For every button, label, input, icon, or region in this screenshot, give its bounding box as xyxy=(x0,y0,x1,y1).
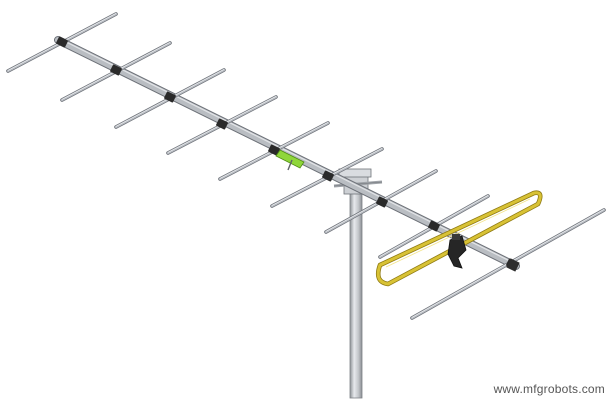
director-element xyxy=(166,95,278,155)
dipole-terminal-box xyxy=(447,234,467,269)
balun-marker xyxy=(275,149,305,171)
boom xyxy=(54,36,520,270)
element-clamp xyxy=(56,36,68,48)
element-clamp xyxy=(428,220,440,232)
director-element xyxy=(378,194,490,259)
element-clamp xyxy=(322,170,334,182)
element-clamp xyxy=(216,118,228,130)
director-element xyxy=(114,68,226,129)
element-clamp xyxy=(110,64,122,76)
watermark-text: www.mfgrobots.com xyxy=(493,382,605,396)
director-element xyxy=(218,121,330,181)
element-clamp xyxy=(164,91,176,103)
element-clamp xyxy=(376,196,388,208)
folded-dipole xyxy=(375,190,543,287)
director-element xyxy=(60,41,172,102)
director-element xyxy=(324,169,438,234)
element-clamp xyxy=(268,144,280,156)
director-element xyxy=(6,12,118,73)
director-element xyxy=(270,147,384,208)
boom-end-cap xyxy=(506,258,520,272)
